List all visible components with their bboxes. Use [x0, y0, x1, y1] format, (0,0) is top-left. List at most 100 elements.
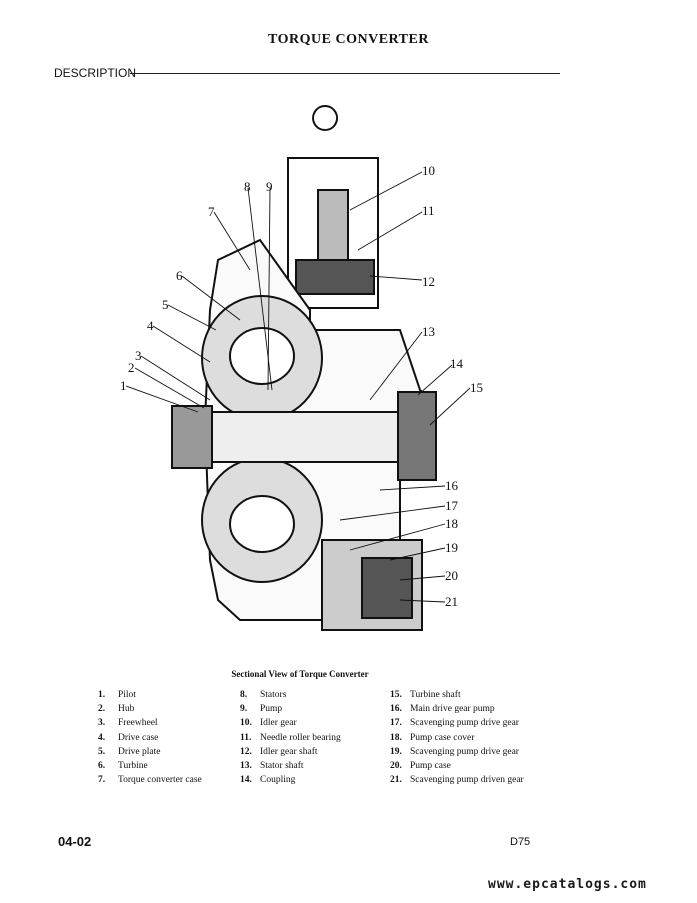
legend-item: 6. Turbine — [98, 759, 202, 773]
legend-item: 10. Idler gear — [240, 716, 341, 730]
legend-item-number: 4. — [98, 732, 106, 743]
callout-number: 2 — [128, 360, 135, 375]
legend-item: 16.Main drive gear pump — [390, 702, 524, 716]
idler-gear — [317, 189, 349, 261]
legend-item: 19. Scavenging pump drive gear — [390, 745, 524, 759]
legend-item-number: 18. — [390, 732, 402, 743]
legend-item: 12. Idler gear shaft — [240, 745, 341, 759]
legend-item-number: 5. — [98, 746, 106, 757]
legend-column-2: 8. Stators 9. Pump 10. Idler gear 11. Needle ro… — [240, 688, 341, 787]
legend-item-label: Idler gear shaft — [260, 746, 318, 757]
legend-item: 7. Torque converter case — [98, 773, 202, 787]
legend-item-number: 13. — [240, 761, 252, 772]
legend-item-label: Stator shaft — [260, 761, 304, 772]
legend-item-number: 12. — [240, 746, 252, 757]
eyebolt — [312, 105, 339, 131]
callout-number: 5 — [162, 297, 169, 312]
legend-item-label: Pump case cover — [410, 732, 475, 743]
callout-number: 6 — [176, 268, 183, 283]
callout-number: 10 — [422, 163, 435, 178]
legend-item-label: Turbine — [118, 761, 148, 772]
legend-item-number: 6. — [98, 761, 106, 772]
callout-number: 3 — [135, 348, 142, 363]
legend-item-number: 9. — [240, 704, 248, 715]
callout-number: 15 — [470, 380, 483, 395]
legend-item-label: Turbine shaft — [410, 690, 461, 700]
legend-item: 2. Hub — [98, 702, 202, 716]
callout-number: 1 — [120, 378, 127, 393]
page-title: TORQUE CONVERTER — [268, 32, 429, 47]
legend-item: 8. Stators — [240, 688, 341, 702]
idler-bearing — [295, 259, 375, 295]
callout-number: 8 — [244, 179, 251, 194]
legend-item: 15. Turbine shaft — [390, 688, 524, 702]
legend-item-label: Pump case — [410, 761, 451, 772]
legend-item-label: Idler gear — [260, 718, 297, 729]
legend-item: 20. Pump case — [390, 759, 524, 773]
legend-item-number: 20. — [390, 761, 402, 772]
legend-item-label: Drive plate — [118, 746, 161, 757]
legend-item-number: 7. — [98, 775, 106, 786]
legend-item: 1. Pilot — [98, 688, 202, 702]
legend-item-number: 21. — [390, 775, 402, 786]
figure-caption: Sectional View of Torque Converter — [231, 669, 369, 679]
legend-item-label: Stators — [260, 690, 287, 700]
callout-number: 16 — [445, 478, 459, 493]
legend-item-number: 17. — [390, 718, 402, 729]
legend-item-number: 19. — [390, 746, 402, 757]
legend-item-number: 3. — [98, 718, 106, 729]
legend-item: 21. Scavenging pump driven gear — [390, 773, 524, 787]
pump-gear — [361, 557, 413, 619]
legend-item-label: Scavenging pump driven gear — [410, 775, 524, 786]
legend-item-number: 15. — [390, 690, 402, 700]
callout-number: 13 — [422, 324, 435, 339]
legend-item-label: Scavenging pump drive gear — [410, 718, 519, 729]
legend-item-label: Torque converter case — [118, 775, 202, 786]
section-heading: DESCRIPTION — [54, 66, 137, 80]
legend-item-number: 14. — [240, 775, 252, 786]
legend-item: 4. Drive case — [98, 731, 202, 745]
section-rule — [130, 73, 560, 74]
legend-item-label: Freewheel — [118, 718, 158, 729]
upper-torus-inner — [229, 327, 295, 385]
callout-number: 4 — [147, 318, 154, 333]
pilot-hub — [171, 405, 213, 469]
callout-number: 12 — [422, 274, 435, 289]
page-number: 04-02 — [58, 834, 92, 849]
legend-item-number: 16. — [390, 704, 402, 715]
callout-number: 14 — [450, 356, 464, 371]
legend-item-label: Pilot — [118, 690, 136, 700]
callout-number: 19 — [445, 540, 458, 555]
legend-item: 17. Scavenging pump drive gear — [390, 716, 524, 730]
legend-item-label: Scavenging pump drive gear — [410, 746, 519, 757]
callout-number: 7 — [208, 204, 215, 219]
legend-item-label: Needle roller bearing — [260, 732, 341, 743]
callout-number: 21 — [445, 594, 458, 609]
legend-item-number: 8. — [240, 690, 248, 700]
legend-item-label: Drive case — [118, 732, 159, 743]
turbine-shaft — [191, 411, 433, 463]
legend-item: 18. Pump case cover — [390, 731, 524, 745]
legend-item: 13. Stator shaft — [240, 759, 341, 773]
legend-item-label: Pump — [260, 704, 283, 715]
legend-column-1: 1. Pilot 2. Hub 3. Freewheel 4. Drive case 5. Dri… — [98, 688, 202, 787]
callout-number: 20 — [445, 568, 458, 583]
coupling — [397, 391, 437, 481]
lower-torus-inner — [229, 495, 295, 553]
callout-number: 17 — [445, 498, 459, 513]
legend-item-number: 10. — [240, 718, 252, 729]
callout-number: 9 — [266, 179, 273, 194]
legend-item: 3. Freewheel — [98, 716, 202, 730]
legend-item-number: 11. — [240, 732, 252, 743]
legend-item-label: Hub — [118, 704, 135, 715]
legend-item: 14.Coupling — [240, 773, 341, 787]
legend-item: 9. Pump — [240, 702, 341, 716]
callout-number: 11 — [422, 203, 435, 218]
model-code: D75 — [510, 836, 531, 848]
legend-item-number: 2. — [98, 704, 106, 715]
legend-item-number: 1. — [98, 690, 106, 700]
legend-item: 5. Drive plate — [98, 745, 202, 759]
callout-number: 18 — [445, 516, 458, 531]
